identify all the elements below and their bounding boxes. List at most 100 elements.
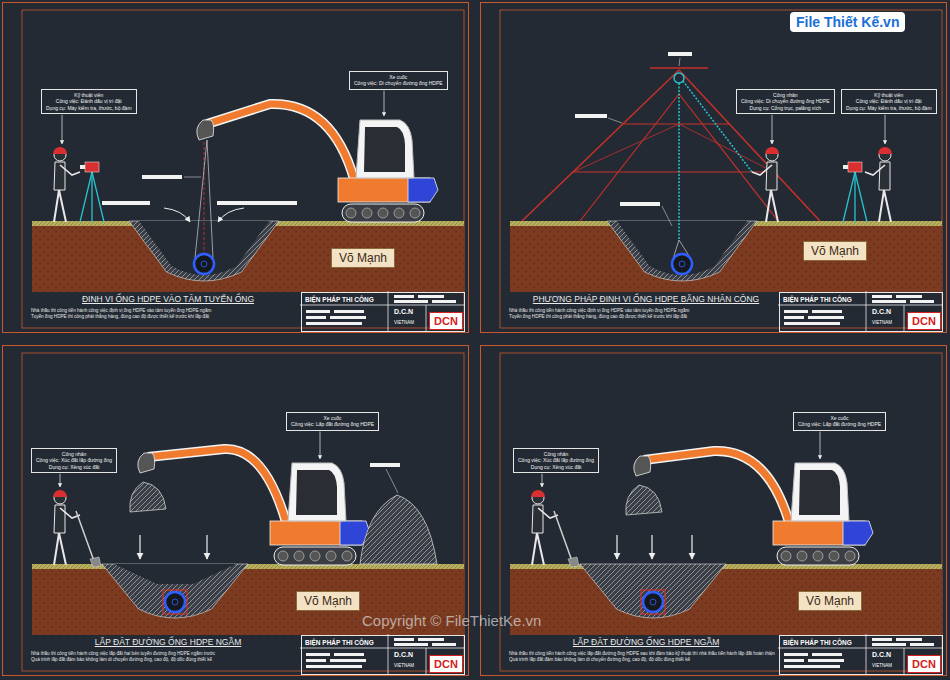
sheet-title: ĐỊNH VỊ ỐNG HDPE VÀO TÂM TUYẾN ỐNG	[3, 294, 333, 304]
titleblock-bar	[872, 295, 892, 298]
inner-frame	[22, 10, 464, 328]
callout-text: Công nhân	[36, 451, 112, 457]
titleblock-bar	[306, 659, 326, 662]
titleblock-bar	[306, 310, 330, 313]
track-wheel	[278, 551, 288, 561]
soil-load	[130, 482, 166, 512]
hdpe-pipe	[165, 592, 185, 612]
worker-legs	[766, 190, 778, 222]
track-wheel	[346, 208, 356, 218]
track-wheel	[342, 551, 352, 561]
track-wheel	[326, 551, 336, 561]
sheet-title: LẮP ĐẶT ĐƯỜNG ỐNG HDPE NGẦM	[481, 637, 811, 647]
track-wheel	[797, 551, 807, 561]
blank-label-bar	[370, 463, 400, 467]
titleblock-bar	[334, 310, 364, 313]
boom-outline	[207, 104, 354, 179]
shovel-handle	[76, 511, 94, 561]
titleblock-bar	[784, 316, 804, 319]
instrument-lens	[80, 165, 85, 169]
company-name: D.C.N	[872, 651, 891, 658]
track-wheel	[294, 551, 304, 561]
callout-box: Kỹ thuật viênCông việc: Đánh dấu vị trí …	[41, 89, 137, 114]
excavator-boom	[207, 104, 354, 179]
excavator-boom	[644, 451, 789, 522]
company-name: D.C.N	[394, 308, 413, 315]
leader-line	[62, 115, 63, 144]
author-name: Võ Mạnh	[339, 251, 387, 265]
author-name: Võ Mạnh	[806, 594, 854, 608]
author-tag: Võ Mạnh	[331, 248, 395, 268]
soil-load	[626, 485, 662, 515]
callout-text: Xe cuốc	[291, 415, 374, 421]
excavator-cab	[356, 120, 414, 178]
company-name: D.C.N	[394, 651, 413, 658]
excavator-track	[274, 547, 356, 565]
note-text: Nhà thầu thi công tiến hành công việc lấ…	[31, 651, 299, 657]
worker-body	[54, 162, 65, 190]
shovel-blade	[90, 557, 101, 567]
titleblock-bar	[784, 310, 808, 313]
lifting-cable	[195, 140, 207, 258]
callout-text: Xe cuốc	[798, 415, 881, 421]
hdpe-pipe	[194, 254, 214, 274]
company-logo: DCN	[429, 655, 463, 673]
tripod-leg	[80, 172, 92, 222]
tripod-leg	[91, 172, 92, 222]
titleblock-bar	[808, 316, 844, 319]
excavator-bucket	[138, 453, 155, 473]
tripod-leg	[92, 172, 104, 222]
callout-text: Công nhân	[518, 451, 594, 457]
hdpe-pipe	[672, 254, 692, 274]
author-tag: Võ Mạnh	[803, 241, 867, 261]
chain	[678, 83, 680, 240]
titleblock-bar	[910, 643, 934, 646]
trench-wall	[607, 221, 757, 281]
leader-line	[184, 177, 201, 178]
callout-text: Công việc: Xúc đất lấp đường ống	[36, 457, 112, 463]
gantry-brace	[679, 124, 774, 172]
cab-window	[364, 127, 405, 172]
leader-line	[386, 469, 398, 493]
soil	[510, 567, 942, 635]
titleblock-bar	[394, 638, 414, 641]
callout-text: Công việc: Di chuyển đường ống HDPE	[354, 80, 443, 86]
logo-text: DCN	[430, 313, 462, 329]
note-text: Tuyến ống HDPE thi công phải thẳng hàng,…	[509, 314, 777, 320]
company-country: VIETNAM	[394, 663, 414, 668]
sheet-title: LẮP ĐẶT ĐƯỜNG ỐNG HDPE NGẦM	[3, 637, 333, 647]
track-wheel	[310, 551, 320, 561]
callout-box: Công nhânCông việc: Xúc đất lấp đường ốn…	[31, 448, 117, 473]
callout-box: Công nhânCông việc: Xúc đất lấp đường ốn…	[513, 448, 599, 473]
logo-text: DCN	[908, 656, 940, 672]
shovel-handle	[554, 511, 572, 561]
titleblock-bar	[394, 643, 428, 646]
titleblock-bar	[896, 638, 922, 641]
fill-arrow	[139, 535, 140, 559]
fill-arrow	[616, 535, 617, 559]
titleblock-bar	[432, 643, 456, 646]
drawing-sheet: Công nhânCông việc: Xúc đất lấp đường ốn…	[480, 345, 947, 676]
blank-label-bar	[575, 114, 607, 118]
excavator-boom	[148, 449, 286, 522]
trench-void	[617, 221, 747, 275]
worker-arm	[752, 165, 772, 175]
leader-line	[608, 118, 622, 123]
callout-box: Xe cuốcCông việc: Lấp đất đường ống HDPE	[793, 412, 886, 431]
worker-arm	[60, 165, 80, 175]
track-wheel	[394, 208, 404, 218]
track-wheel	[813, 551, 823, 561]
fill-arrow	[691, 535, 692, 559]
leader-line	[384, 91, 385, 117]
survey-instrument	[848, 162, 862, 172]
titleblock-bar	[896, 295, 922, 298]
callout-text: Công việc: Lấp đất đường ống HDPE	[798, 421, 881, 427]
leader-line	[542, 474, 543, 487]
note-text: Quá trình lấp đất đảm bảo không làm di c…	[509, 657, 777, 663]
gantry-leg	[580, 94, 679, 221]
titleblock-bar	[306, 316, 326, 319]
note-text: Nhà thầu thi công tiến hành công việc đị…	[509, 308, 777, 314]
cab-window	[799, 470, 840, 515]
instrument-lens	[843, 165, 848, 169]
callout-text: Dụng cụ: Xẻng xúc đất	[36, 464, 112, 470]
